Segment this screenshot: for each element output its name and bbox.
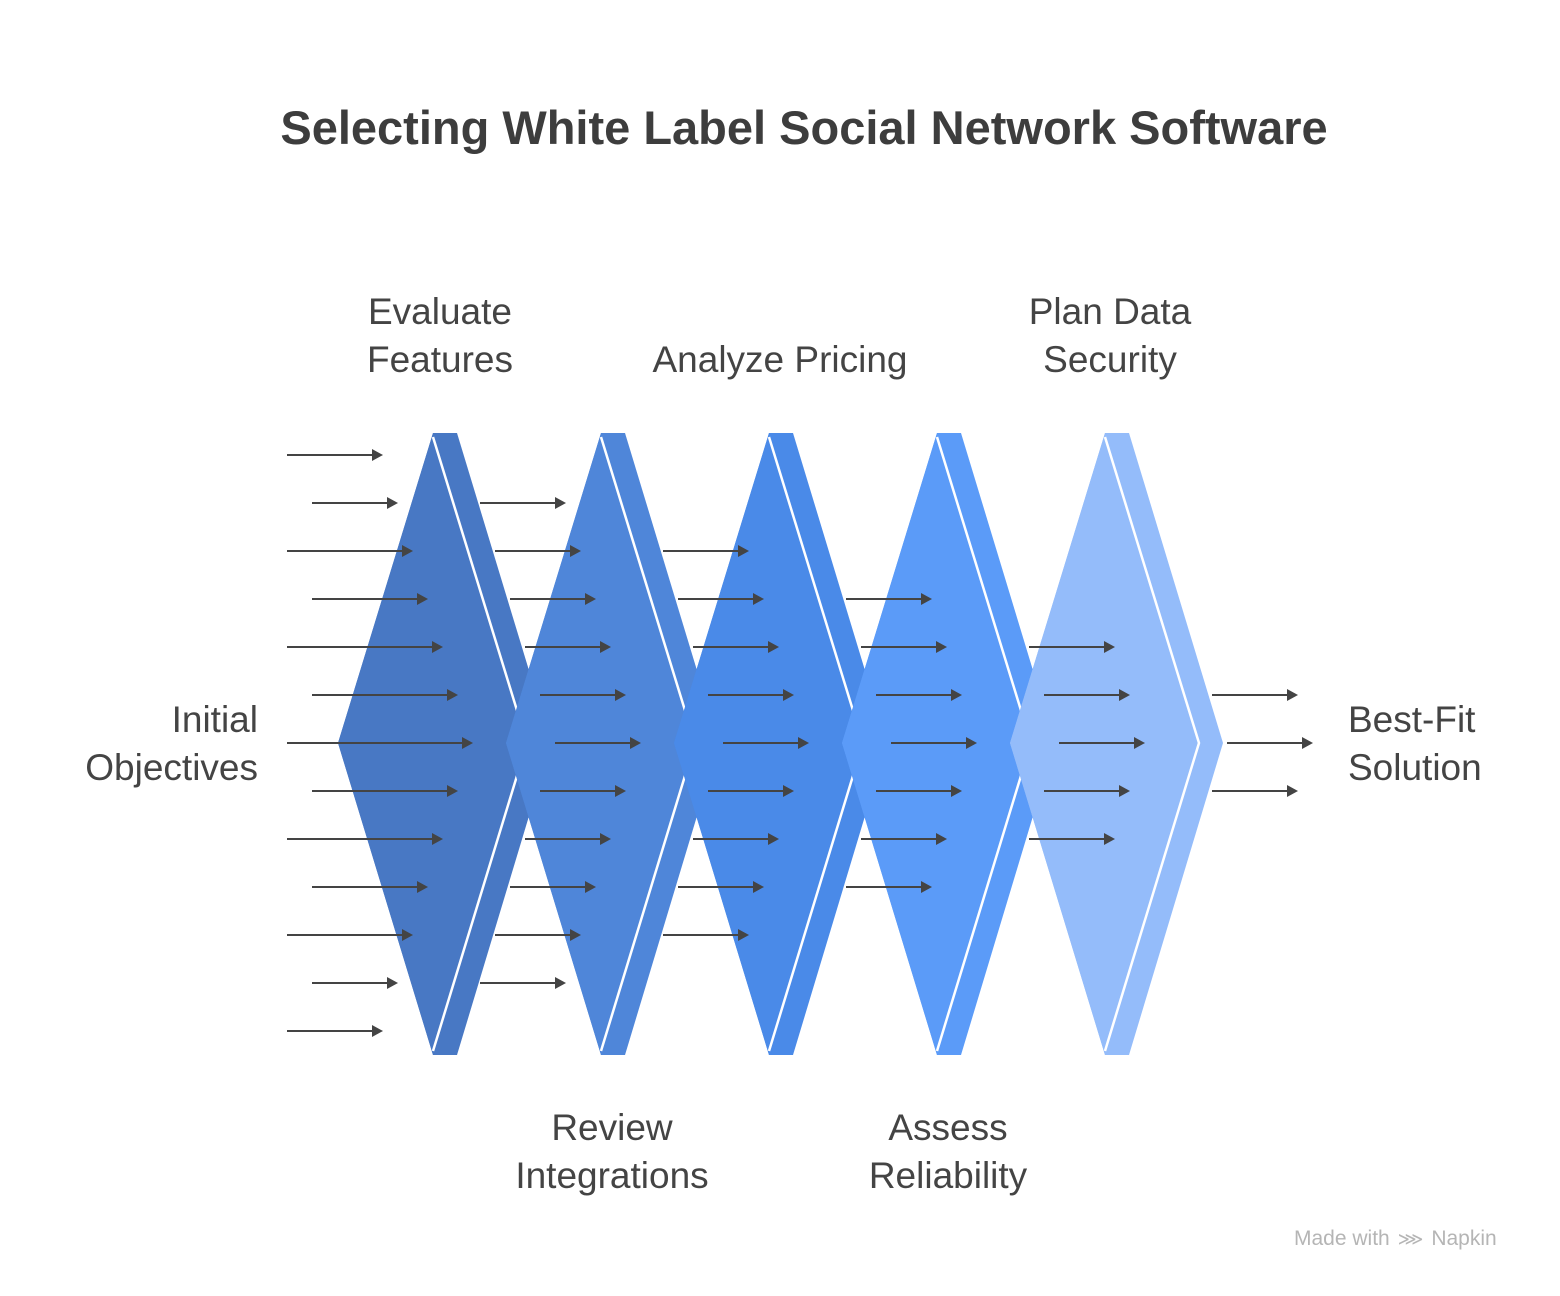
flow-arrow-head: [936, 641, 947, 653]
flow-arrow-head: [738, 929, 749, 941]
flow-arrow-head: [462, 737, 473, 749]
stage-label-line: Reliability: [868, 1155, 1028, 1196]
stage-chevron-divider: [1103, 436, 1201, 1052]
stage-label-line: Assess: [888, 1107, 1008, 1148]
stage-label-line: Review: [551, 1107, 673, 1148]
flow-arrow-head: [1134, 737, 1145, 749]
flow-arrow-head: [1104, 641, 1115, 653]
flow-arrow-head: [951, 689, 962, 701]
flow-arrow-head: [783, 689, 794, 701]
stage-label-analyze-pricing: Analyze Pricing: [580, 336, 980, 384]
flow-arrow-head: [753, 593, 764, 605]
flow-arrow-head: [921, 593, 932, 605]
stage-label-line: Evaluate: [368, 291, 512, 332]
flow-arrow-head: [555, 497, 566, 509]
flow-arrow-head: [783, 785, 794, 797]
flow-arrow-head: [387, 497, 398, 509]
start-label-line: Initial: [171, 699, 258, 740]
stage-label-line: Plan Data: [1028, 291, 1192, 332]
flow-arrow-head: [417, 881, 428, 893]
flow-arrow-head: [432, 641, 443, 653]
watermark-brand: Napkin: [1431, 1227, 1497, 1250]
end-label: Best-Fit Solution: [1348, 696, 1482, 792]
flow-arrow-head: [951, 785, 962, 797]
flow-arrow-head: [585, 593, 596, 605]
flow-arrow-head: [936, 833, 947, 845]
flow-arrow-head: [600, 833, 611, 845]
diagram-title: Selecting White Label Social Network Sof…: [280, 101, 1328, 154]
watermark-prefix: Made with: [1294, 1227, 1390, 1250]
flow-arrow-head: [447, 689, 458, 701]
flow-arrow-head: [372, 449, 383, 461]
flow-arrow-head: [1119, 785, 1130, 797]
flow-arrow-head: [600, 641, 611, 653]
flow-arrow-head: [402, 545, 413, 557]
stage-label-evaluate-features: Evaluate Features: [290, 288, 590, 384]
start-label-line: Objectives: [85, 747, 258, 788]
flow-arrow-head: [402, 929, 413, 941]
flow-arrow-head: [630, 737, 641, 749]
flow-arrow-head: [921, 881, 932, 893]
stage-label-plan-data-security: Plan Data Security: [960, 288, 1260, 384]
flow-arrow-head: [1302, 737, 1313, 749]
stage-label-line: Analyze Pricing: [652, 339, 908, 380]
flow-arrow-head: [1287, 689, 1298, 701]
flow-arrow-head: [432, 833, 443, 845]
flow-arrow-head: [447, 785, 458, 797]
stage-label-line: Features: [366, 339, 513, 380]
flow-arrow-head: [615, 689, 626, 701]
stage-label-assess-reliability: Assess Reliability: [798, 1104, 1098, 1200]
flow-arrow-head: [585, 881, 596, 893]
flow-arrow-head: [1104, 833, 1115, 845]
watermark: Made with ⋙ Napkin: [1294, 1227, 1497, 1251]
napkin-logo-icon: ⋙: [1397, 1228, 1424, 1249]
flow-arrow-head: [1119, 689, 1130, 701]
flow-arrow-head: [417, 593, 428, 605]
stage-label-line: Security: [1043, 339, 1177, 380]
flow-arrow-head: [570, 545, 581, 557]
flow-arrow-head: [1287, 785, 1298, 797]
flow-arrow-head: [753, 881, 764, 893]
flow-arrow-head: [738, 545, 749, 557]
stage-label-review-integrations: Review Integrations: [462, 1104, 762, 1200]
stage-label-line: Integrations: [515, 1155, 709, 1196]
start-label: Initial Objectives: [85, 696, 258, 792]
flow-arrow-head: [570, 929, 581, 941]
end-label-line: Best-Fit: [1348, 699, 1476, 740]
flow-arrow-head: [387, 977, 398, 989]
flow-arrow-head: [798, 737, 809, 749]
flow-arrow-head: [555, 977, 566, 989]
end-label-line: Solution: [1348, 747, 1482, 788]
flow-arrow-head: [372, 1025, 383, 1037]
flow-arrow-head: [768, 641, 779, 653]
flow-arrow-head: [966, 737, 977, 749]
flow-arrow-head: [615, 785, 626, 797]
flow-arrow-head: [768, 833, 779, 845]
